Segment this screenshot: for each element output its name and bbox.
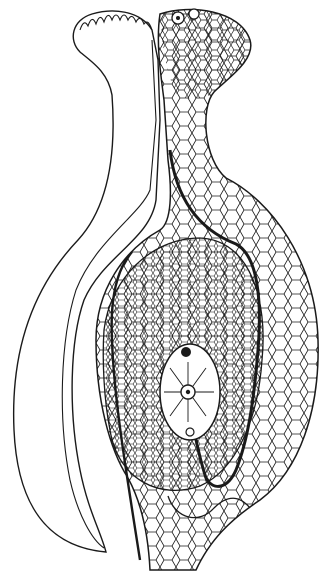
antipodal-cell xyxy=(186,428,194,436)
embryo-sac xyxy=(160,344,220,440)
egg-apparatus xyxy=(181,347,191,357)
